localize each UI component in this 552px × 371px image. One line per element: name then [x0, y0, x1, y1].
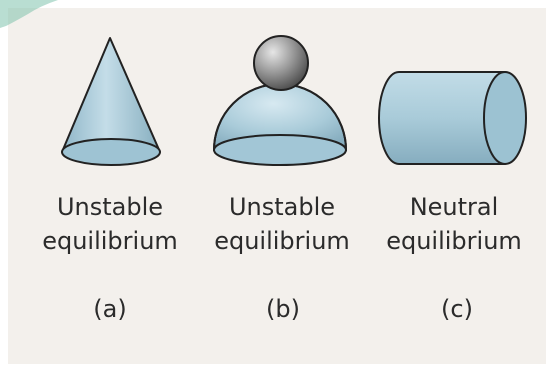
- cylinder-shape: [378, 71, 527, 165]
- label-a-line1: Unstable: [56, 193, 164, 221]
- tag-c: (c): [441, 295, 473, 323]
- ball: [253, 35, 309, 91]
- label-b: Unstable equilibrium: [192, 190, 372, 258]
- cone-base: [61, 138, 161, 166]
- label-a: Unstable equilibrium: [20, 190, 200, 258]
- tag-b: (b): [266, 295, 300, 323]
- label-c-line2: equilibrium: [386, 227, 522, 255]
- tag-a: (a): [93, 295, 127, 323]
- label-a-line2: equilibrium: [42, 227, 178, 255]
- corner-decoration: [0, 0, 58, 28]
- dome-with-ball: [212, 35, 348, 166]
- label-b-line2: equilibrium: [214, 227, 350, 255]
- label-c-line1: Neutral: [409, 193, 499, 221]
- cylinder-body: [378, 71, 506, 165]
- label-b-line1: Unstable: [228, 193, 336, 221]
- label-c: Neutral equilibrium: [364, 190, 544, 258]
- cylinder-end-face: [483, 71, 527, 165]
- dome-base: [213, 134, 347, 166]
- cone-shape: [61, 37, 161, 166]
